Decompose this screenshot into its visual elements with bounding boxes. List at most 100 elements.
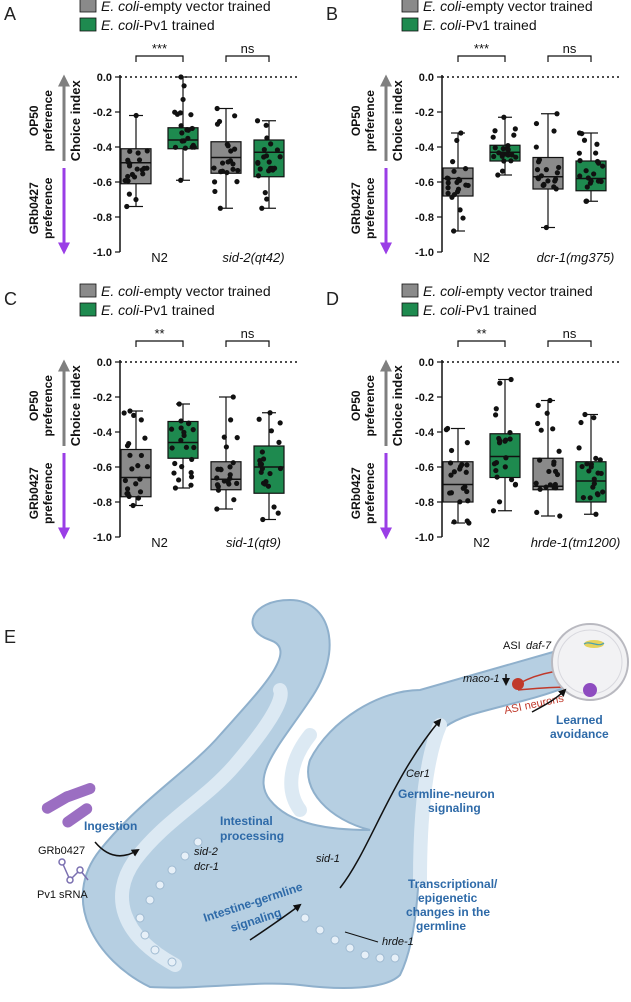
side-label: preference — [41, 177, 55, 239]
data-point — [254, 118, 261, 124]
significance-bracket — [135, 55, 184, 62]
data-point — [188, 474, 195, 480]
significance-bracket — [225, 55, 270, 62]
data-point — [490, 134, 496, 140]
data-point — [124, 486, 131, 492]
y-tick-label: -0.8 — [93, 212, 112, 224]
y-tick-label: -1.0 — [415, 532, 434, 544]
data-point — [580, 494, 586, 501]
legend-italic: E. coli — [423, 283, 462, 299]
data-point — [577, 173, 583, 179]
data-point — [543, 167, 549, 173]
data-point — [263, 122, 269, 128]
data-point — [171, 470, 177, 476]
significance-label: ns — [241, 326, 255, 341]
group-label: N2 — [473, 250, 490, 265]
y-tick-label: -0.4 — [93, 427, 113, 439]
data-point — [124, 203, 130, 210]
data-point — [188, 482, 194, 488]
data-point — [551, 128, 557, 134]
data-point — [214, 105, 220, 112]
data-point — [447, 460, 454, 466]
data-point — [227, 464, 233, 470]
data-point — [501, 114, 507, 120]
data-point — [225, 159, 231, 165]
legend-swatch-gray — [401, 0, 419, 13]
group-label: N2 — [151, 250, 168, 265]
legend-italic: E. coli — [101, 302, 140, 318]
data-point — [127, 161, 133, 167]
data-point — [259, 449, 265, 455]
data-point — [535, 159, 542, 165]
significance-label: ** — [476, 326, 486, 341]
op50-arrowhead — [380, 74, 392, 87]
data-point — [217, 205, 223, 211]
data-point — [490, 508, 497, 514]
data-point — [266, 159, 272, 165]
data-point — [497, 437, 503, 444]
side-label: preference — [41, 462, 55, 524]
data-point — [464, 488, 470, 495]
y-axis-label: Choice index — [68, 80, 83, 162]
data-point — [491, 461, 498, 467]
data-point — [551, 184, 557, 190]
learned-label-2: avoidance — [550, 727, 609, 741]
data-point — [131, 174, 138, 180]
data-point — [257, 458, 263, 464]
group-label: hrde-1(tm1200) — [531, 535, 621, 550]
data-point — [133, 481, 139, 487]
data-point — [188, 112, 194, 118]
germline-cells — [135, 837, 400, 967]
data-point — [579, 463, 585, 470]
data-point — [129, 466, 135, 472]
data-point — [587, 495, 593, 501]
data-point — [451, 228, 457, 234]
legend-rest: -empty vector trained — [139, 283, 271, 299]
data-point — [508, 158, 514, 164]
data-point — [460, 485, 466, 491]
y-tick-label: -0.2 — [415, 392, 434, 404]
significance-bracket — [225, 340, 270, 347]
data-point — [581, 137, 588, 143]
data-point — [454, 179, 460, 185]
data-point — [547, 482, 553, 488]
data-point — [451, 469, 457, 475]
data-point — [188, 470, 194, 476]
data-point — [583, 198, 590, 204]
hrde-1-pointer — [344, 931, 379, 943]
legend-rest: -empty vector trained — [461, 283, 593, 299]
data-point — [451, 519, 457, 525]
data-point — [264, 135, 270, 141]
data-point — [134, 166, 140, 172]
data-point — [464, 518, 470, 524]
data-point — [511, 132, 517, 138]
data-point — [178, 418, 184, 424]
data-point — [227, 475, 233, 482]
data-point — [267, 410, 273, 416]
data-point — [493, 467, 499, 474]
data-point — [277, 420, 283, 426]
data-point — [503, 455, 509, 461]
bacteria-icon — [41, 783, 96, 828]
data-point — [265, 483, 272, 489]
legend-swatch-green — [79, 17, 97, 32]
data-point — [214, 475, 220, 481]
data-point — [135, 495, 142, 501]
germline-neuron-arrow — [339, 718, 442, 889]
y-tick-label: -1.0 — [93, 532, 112, 544]
data-point — [512, 481, 519, 487]
data-point — [595, 160, 602, 166]
significance-label: ns — [563, 41, 577, 56]
data-point — [179, 138, 185, 144]
y-axis-label: Choice index — [68, 365, 83, 447]
legend-italic: E. coli — [101, 283, 140, 299]
diagram-panel-e: E GRb0427 Pv1 sRNA Ingestion — [4, 598, 629, 989]
data-point — [508, 376, 514, 383]
germline-neuron-label-1: Germline-neuron — [398, 787, 495, 801]
legend-label-green: E. coli-Pv1 trained — [423, 302, 537, 318]
data-point — [593, 150, 599, 156]
data-point — [126, 441, 132, 447]
ingestion-arrow — [94, 841, 140, 857]
data-point — [497, 380, 503, 386]
